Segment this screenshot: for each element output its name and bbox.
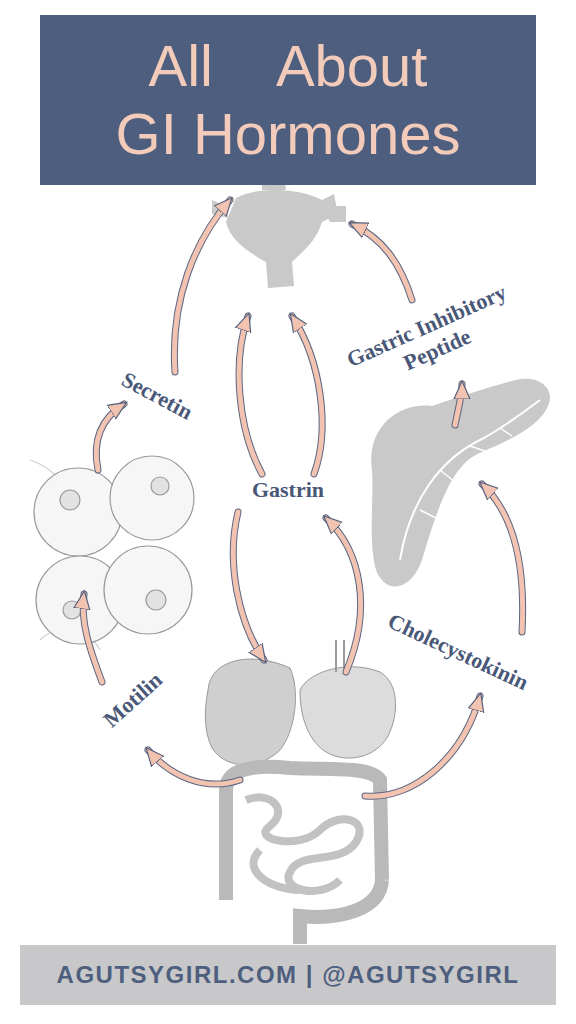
arrow bbox=[326, 518, 361, 672]
arrow-outline bbox=[482, 484, 523, 632]
arrow bbox=[233, 512, 264, 660]
cell-cluster bbox=[30, 456, 194, 650]
arrow bbox=[352, 224, 412, 300]
hormone-label: Gastrin bbox=[252, 477, 324, 503]
pancreas-duct bbox=[400, 400, 540, 560]
arrow-outline bbox=[83, 594, 102, 682]
hormone-label: Gastric Inhibitory Peptide bbox=[330, 274, 534, 403]
liver bbox=[205, 659, 295, 765]
arrow-outlines bbox=[83, 200, 523, 796]
arrow bbox=[83, 594, 102, 682]
footer-band: AGUTSYGIRL.COM | @AGUTSYGIRL bbox=[20, 945, 556, 1005]
stomach-shape bbox=[226, 190, 338, 288]
title-band: All About GI Hormones bbox=[40, 15, 536, 185]
arrow-outline bbox=[352, 224, 412, 300]
arrow-outline bbox=[148, 750, 240, 784]
arrow-outline bbox=[455, 384, 462, 425]
arrow bbox=[239, 316, 262, 474]
arrow bbox=[292, 316, 322, 474]
cell bbox=[34, 468, 122, 556]
arrow-outline bbox=[326, 518, 361, 672]
duct-stub bbox=[322, 206, 346, 222]
colon bbox=[226, 767, 382, 900]
hormone-label: Secretin bbox=[117, 367, 197, 426]
stomach-lower bbox=[300, 667, 396, 758]
cell-nucleus bbox=[146, 590, 166, 610]
cell-nucleus bbox=[63, 601, 81, 619]
arrow bbox=[96, 404, 124, 470]
node-text: AGUTSYGIRL.COM | @AGUTSYGIRL bbox=[57, 961, 520, 989]
cell-nucleus bbox=[151, 477, 169, 495]
cell bbox=[104, 546, 192, 634]
arrow-outline bbox=[365, 696, 480, 796]
hormone-label: Motilin bbox=[98, 667, 167, 733]
esophagus bbox=[336, 640, 344, 672]
hormone-label: Cholecystokinin bbox=[384, 608, 532, 696]
arrow bbox=[365, 696, 480, 796]
cell bbox=[110, 456, 194, 540]
arrow-outline bbox=[239, 316, 262, 474]
pancreas-shape bbox=[371, 379, 550, 587]
arrow-outline bbox=[292, 316, 322, 474]
arrow-outline bbox=[96, 404, 124, 470]
rectum bbox=[300, 880, 382, 944]
arrow bbox=[482, 484, 523, 632]
arrow-outline bbox=[174, 200, 230, 372]
pancreas bbox=[371, 379, 550, 587]
arrows bbox=[83, 200, 523, 796]
arrow bbox=[174, 200, 230, 372]
arrow bbox=[148, 750, 240, 784]
cell-nucleus bbox=[60, 490, 80, 510]
arrow bbox=[455, 384, 462, 425]
digestive-system bbox=[205, 640, 395, 944]
stomach-top bbox=[212, 176, 346, 288]
title-text: All About GI Hormones bbox=[102, 32, 474, 168]
arrow-outline bbox=[233, 512, 264, 660]
small-intestine bbox=[246, 797, 360, 891]
